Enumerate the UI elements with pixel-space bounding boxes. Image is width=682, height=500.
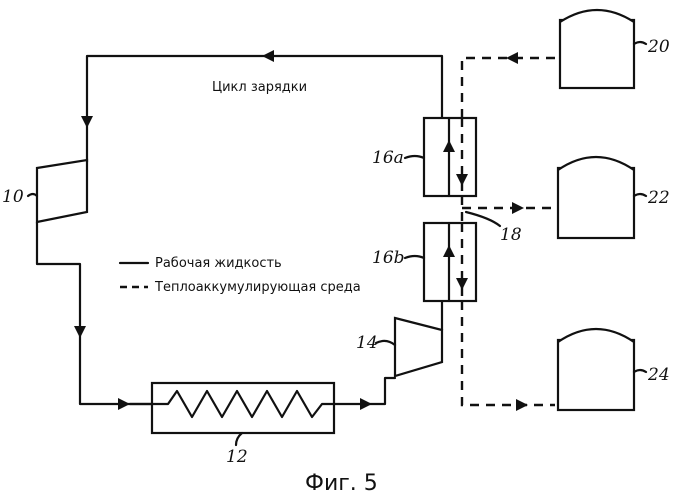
ref-20: 20 [647, 37, 670, 57]
tank-24 [558, 329, 634, 410]
arrow-down-icon [74, 326, 86, 338]
ref-16b: 16b [372, 248, 405, 268]
ref-18: 18 [500, 225, 522, 245]
figure-caption: Фиг. 5 [305, 471, 378, 496]
ref-10: 10 [2, 187, 24, 207]
tank-22 [558, 157, 634, 238]
leader-14 [376, 341, 395, 345]
legend: Рабочая жидкость Теплоаккумулирующая сре… [120, 256, 361, 295]
diagram-title: Цикл зарядки [212, 80, 307, 95]
working-fluid-loop [37, 56, 442, 433]
arrow-left-icon [262, 50, 274, 62]
tank-20 [560, 10, 634, 88]
leader-22 [634, 194, 646, 196]
compressor-14 [395, 318, 442, 376]
leader-20 [634, 42, 646, 44]
ref-12: 12 [226, 447, 248, 467]
arrow-right-icon [512, 202, 524, 214]
compressor-10 [37, 160, 87, 222]
leader-16b [405, 256, 424, 258]
arrow-right-icon [118, 398, 130, 410]
legend-dashed-label: Теплоаккумулирующая среда [154, 280, 361, 295]
legend-solid-label: Рабочая жидкость [155, 256, 282, 271]
ref-24: 24 [647, 365, 670, 385]
arrow-left-icon [506, 52, 518, 64]
ref-14: 14 [356, 333, 378, 353]
leader-10 [28, 194, 37, 196]
arrow-down-icon [81, 116, 93, 128]
leader-12 [236, 433, 242, 445]
leader-24 [634, 370, 646, 372]
arrow-right-icon [360, 398, 372, 410]
ref-16a: 16a [372, 148, 404, 168]
arrow-right-icon [516, 399, 528, 411]
ref-22: 22 [647, 188, 670, 208]
leader-16a [405, 156, 424, 158]
